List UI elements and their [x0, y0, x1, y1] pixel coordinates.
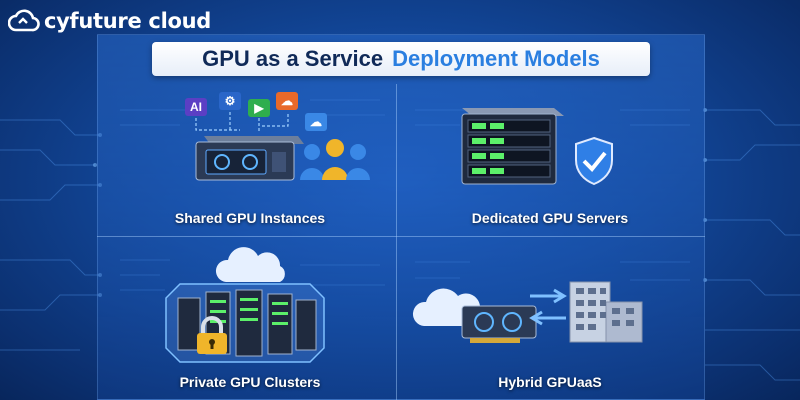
divider-horizontal	[97, 236, 705, 237]
ai-chip-icon: AI	[185, 98, 207, 116]
title-accent: Deployment Models	[392, 46, 600, 71]
gpu-server-icon	[195, 136, 304, 181]
divider-vertical	[396, 84, 397, 400]
cloud-upload-icon: ☁	[276, 92, 298, 110]
cloud-icon	[215, 247, 285, 282]
server-rack-icon	[461, 108, 564, 185]
gear-icon: ⚙	[219, 92, 241, 110]
sync-arrows-icon	[529, 288, 567, 326]
play-icon: ▶	[248, 99, 270, 117]
page-title: GPU as a Service Deployment Models	[152, 42, 650, 76]
model-label-dedicated: Dedicated GPU Servers	[471, 210, 629, 226]
connector-lines-icon	[195, 112, 289, 132]
title-main: GPU as a Service	[202, 46, 384, 71]
model-label-private: Private GPU Clusters	[179, 374, 321, 390]
brand-logo: cyfuture cloud	[8, 8, 211, 34]
office-building-icon	[569, 281, 643, 343]
model-label-hybrid: Hybrid GPUaaS	[498, 374, 602, 390]
shield-check-icon	[575, 136, 613, 186]
model-label-shared: Shared GPU Instances	[174, 210, 326, 226]
cloud-logo-icon	[8, 9, 40, 32]
brand-name: cyfuture cloud	[44, 9, 211, 33]
gpu-card-icon	[461, 305, 537, 343]
users-group-icon	[300, 139, 370, 180]
server-cluster-icon	[165, 283, 325, 363]
cloud-icon: ☁	[305, 113, 327, 131]
padlock-icon	[197, 316, 227, 354]
